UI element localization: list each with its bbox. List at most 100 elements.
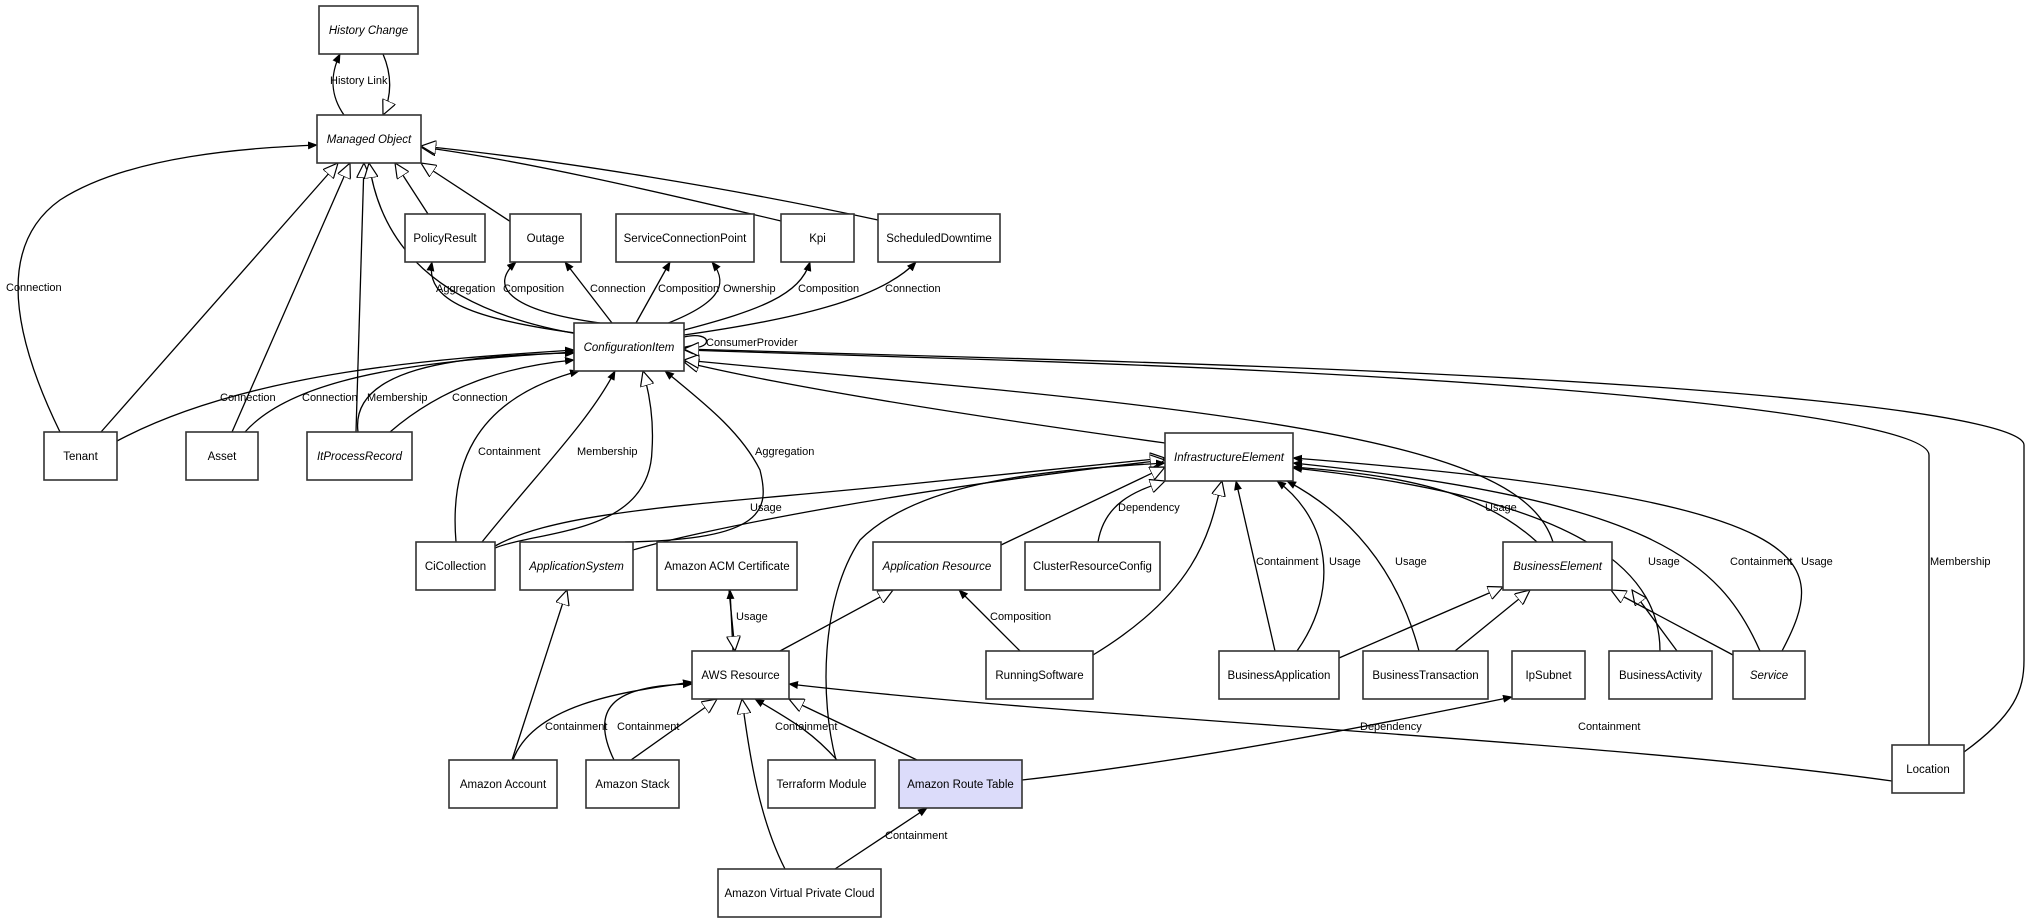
edge-configuration-item-to-configuration-item[interactable]	[683, 335, 708, 353]
generalization-line[interactable]	[494, 458, 1165, 547]
generalization-line[interactable]	[779, 590, 893, 652]
association-line[interactable]	[788, 681, 1893, 782]
class-node-history-change[interactable]: History Change	[318, 5, 419, 55]
association-line[interactable]	[1276, 480, 1325, 652]
generalization-line[interactable]	[511, 590, 567, 761]
class-node-amazon-acm-certificate[interactable]: Amazon ACM Certificate	[656, 541, 798, 591]
edge-it-process-record-to-configuration-item[interactable]	[357, 349, 575, 433]
class-node-kpi[interactable]: Kpi	[780, 213, 855, 263]
edge-amazon-route-table-to-aws-resource[interactable]	[789, 699, 918, 761]
association-line[interactable]	[244, 348, 575, 433]
association-line[interactable]	[1234, 480, 1276, 652]
generalization-line[interactable]	[684, 362, 1166, 444]
class-node-running-software[interactable]: RunningSoftware	[985, 650, 1094, 700]
edge-it-process-record-to-configuration-item[interactable]	[389, 356, 575, 433]
association-line[interactable]	[754, 698, 838, 761]
edge-cluster-resource-config-to-infrastructure-element[interactable]	[1097, 481, 1165, 543]
edge-business-element-to-configuration-item[interactable]	[684, 360, 1554, 543]
generalization-line[interactable]	[684, 349, 2025, 753]
edge-scheduled-downtime-to-managed-object[interactable]	[421, 146, 879, 221]
association-line[interactable]	[1292, 459, 1761, 652]
class-node-infrastructure-element[interactable]: InfrastructureElement	[1164, 432, 1294, 482]
class-node-business-transaction[interactable]: BusinessTransaction	[1362, 650, 1489, 700]
class-box[interactable]	[877, 213, 1001, 263]
generalization-line[interactable]	[231, 163, 350, 433]
association-line[interactable]	[454, 369, 580, 543]
edge-configuration-item-to-scheduled-downtime[interactable]	[683, 261, 917, 336]
association-line[interactable]	[332, 53, 345, 116]
class-box[interactable]	[509, 213, 582, 263]
edge-policy-result-to-managed-object[interactable]	[395, 163, 429, 215]
class-box[interactable]	[780, 213, 855, 263]
class-box[interactable]	[43, 431, 118, 481]
generalization-line[interactable]	[729, 589, 735, 651]
class-node-outage[interactable]: Outage	[509, 213, 582, 263]
class-box[interactable]	[691, 650, 790, 700]
class-node-amazon-route-table[interactable]: Amazon Route Table	[898, 759, 1023, 809]
edge-service-to-business-element[interactable]	[1611, 590, 1734, 656]
class-box[interactable]	[519, 541, 634, 591]
edge-managed-object-to-history-change[interactable]	[332, 53, 345, 116]
class-box[interactable]	[585, 759, 680, 809]
generalization-line[interactable]	[630, 699, 717, 761]
edge-ci-collection-to-configuration-item[interactable]	[481, 370, 616, 543]
edge-business-application-to-infrastructure-element[interactable]	[1234, 480, 1276, 652]
association-line[interactable]	[683, 261, 812, 331]
association-line[interactable]	[683, 335, 708, 353]
edge-amazon-stack-to-aws-resource[interactable]	[630, 699, 717, 761]
generalization-line[interactable]	[1092, 481, 1222, 656]
generalization-line[interactable]	[494, 371, 653, 549]
edge-configuration-item-to-outage[interactable]	[504, 261, 601, 324]
edge-amazon-route-table-to-ip-subnet[interactable]	[1021, 694, 1513, 781]
class-node-ci-collection[interactable]: CiCollection	[415, 541, 496, 591]
edge-application-system-to-infrastructure-element[interactable]	[632, 460, 1165, 551]
generalization-line[interactable]	[742, 699, 786, 870]
generalization-line[interactable]	[684, 360, 1554, 543]
edge-running-software-to-infrastructure-element[interactable]	[1092, 481, 1222, 656]
edge-amazon-account-to-application-system[interactable]	[511, 590, 567, 761]
edge-configuration-item-to-policy-result[interactable]	[426, 261, 591, 336]
edge-tenant-to-configuration-item[interactable]	[116, 346, 575, 442]
edge-amazon-vpc-to-amazon-route-table[interactable]	[834, 807, 928, 870]
class-node-service-connection-point[interactable]: ServiceConnectionPoint	[615, 213, 755, 263]
generalization-line[interactable]	[1632, 590, 1678, 652]
edge-business-application-to-infrastructure-element[interactable]	[1276, 480, 1325, 652]
edge-location-to-aws-resource[interactable]	[788, 681, 1893, 782]
class-box[interactable]	[1362, 650, 1489, 700]
association-line[interactable]	[1292, 463, 1538, 543]
edge-business-element-to-infrastructure-element[interactable]	[1292, 463, 1538, 543]
generalization-line[interactable]	[395, 163, 429, 215]
association-line[interactable]	[624, 370, 764, 543]
class-box[interactable]	[717, 868, 882, 918]
class-box[interactable]	[1502, 541, 1613, 591]
edge-ci-collection-to-configuration-item[interactable]	[454, 369, 580, 543]
association-line[interactable]	[683, 261, 917, 336]
class-box[interactable]	[615, 213, 755, 263]
association-line[interactable]	[1292, 454, 1803, 652]
class-box[interactable]	[1608, 650, 1713, 700]
generalization-line[interactable]	[421, 163, 512, 223]
edge-infrastructure-element-to-configuration-item[interactable]	[684, 362, 1166, 444]
class-node-application-system[interactable]: ApplicationSystem	[519, 541, 634, 591]
class-box[interactable]	[573, 322, 685, 372]
class-node-amazon-stack[interactable]: Amazon Stack	[585, 759, 680, 809]
generalization-line[interactable]	[100, 163, 338, 433]
class-box[interactable]	[1024, 541, 1161, 591]
class-node-application-resource[interactable]: Application Resource	[872, 541, 1002, 591]
class-node-amazon-vpc[interactable]: Amazon Virtual Private Cloud	[717, 868, 882, 918]
edge-asset-to-configuration-item[interactable]	[244, 348, 575, 433]
association-line[interactable]	[116, 346, 575, 442]
generalization-line[interactable]	[1338, 587, 1503, 659]
edge-terraform-module-to-aws-resource[interactable]	[754, 698, 838, 761]
class-box[interactable]	[1732, 650, 1806, 700]
class-node-service[interactable]: Service	[1732, 650, 1806, 700]
class-node-business-activity[interactable]: BusinessActivity	[1608, 650, 1713, 700]
edge-aws-resource-to-application-resource[interactable]	[779, 590, 893, 652]
association-line[interactable]	[603, 680, 693, 761]
edge-configuration-item-to-service-connection-point[interactable]	[654, 261, 721, 329]
class-box[interactable]	[767, 759, 876, 809]
association-line[interactable]	[825, 459, 1166, 761]
class-node-amazon-account[interactable]: Amazon Account	[448, 759, 558, 809]
edge-running-software-to-application-resource[interactable]	[958, 589, 1021, 652]
edge-service-to-infrastructure-element[interactable]	[1292, 459, 1761, 652]
